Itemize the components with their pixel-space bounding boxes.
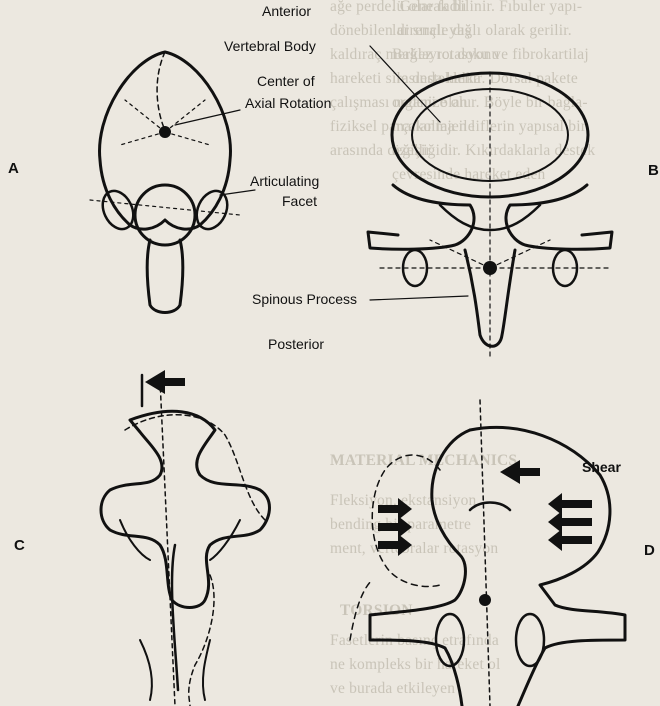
leader-center-of-rotation — [175, 110, 240, 125]
rotation-rays-b — [380, 72, 610, 360]
vertebra-c-outline — [125, 415, 265, 706]
label-posterior: Posterior — [268, 335, 324, 353]
axis-line-c — [160, 380, 175, 706]
label-shear: Shear — [582, 458, 621, 476]
label-vertebral-body: Vertebral Body — [224, 37, 316, 55]
label-center-of-rotation-1: Center of — [257, 72, 315, 90]
rotation-arrow-c — [142, 370, 185, 406]
panel-label-b: B — [648, 162, 659, 180]
leader-articulating-facet — [220, 190, 255, 195]
axis-line-d — [480, 400, 490, 706]
vertebra-c-drawing — [101, 411, 269, 700]
rotation-rays-a — [90, 100, 240, 215]
panel-label-d: D — [644, 542, 655, 560]
leader-vertebral-body — [370, 46, 440, 122]
panel-label-a: A — [8, 160, 19, 178]
rotation-center-d — [479, 594, 491, 606]
label-anterior: Anterior — [262, 2, 311, 20]
leader-spinous-process — [370, 296, 468, 300]
label-articulating-facet-2: Facet — [282, 192, 317, 210]
label-spinous-process: Spinous Process — [252, 290, 357, 308]
label-center-of-rotation-2: Axial Rotation — [245, 94, 331, 112]
vertebra-a-drawing — [97, 52, 233, 313]
shear-arrows-d — [378, 460, 592, 556]
panel-label-c: C — [14, 537, 25, 555]
label-articulating-facet-1: Articulating — [250, 172, 319, 190]
